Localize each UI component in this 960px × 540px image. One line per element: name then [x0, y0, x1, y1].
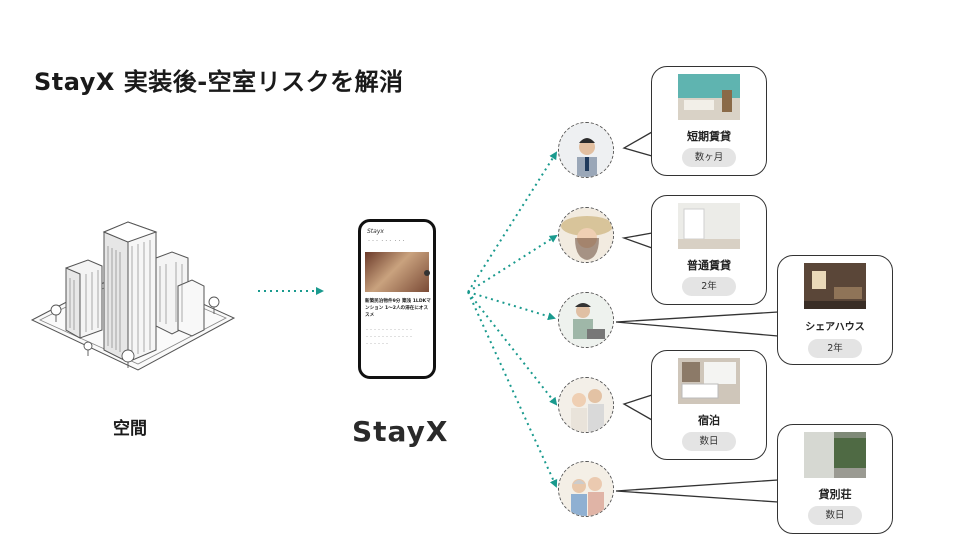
- room-thumb: [678, 203, 740, 249]
- brand-label: StayX: [352, 415, 449, 448]
- duration-pill: 数日: [808, 506, 862, 525]
- listing-title: 新築民泊物件9分 築浅 1LDKマンション 1〜2人の滞在にオススメ: [365, 299, 431, 318]
- avatar-elderly-couple: [558, 461, 614, 517]
- page-title: StayX 実装後-空室リスクを解消: [34, 68, 404, 96]
- arrow-to-avatar-5: [467, 291, 558, 488]
- avatar-couple: [558, 377, 614, 433]
- arrow-to-avatar-4: [467, 291, 558, 406]
- next-arrow-icon[interactable]: [424, 270, 430, 276]
- listing-notes: ・・・・・・・・・・・・・・・・・・・・・・・・・・・・・・: [365, 327, 413, 346]
- arrow-to-avatar-1: [467, 151, 558, 293]
- offer-label: 短期賃貸: [687, 130, 731, 143]
- avatar-businessman: [558, 122, 614, 178]
- room-thumb: [804, 263, 866, 309]
- bubble-tail-1: [622, 131, 653, 157]
- offer-bubble-short-term-rental: 短期賃貸 数ヶ月: [651, 66, 767, 176]
- duration-pill: 数ヶ月: [682, 148, 736, 167]
- avatar-woman-hat: [558, 207, 614, 263]
- bubble-tail-5: [615, 479, 779, 503]
- duration-pill: 数日: [682, 432, 736, 451]
- offer-label: 宿泊: [698, 414, 720, 427]
- offer-bubble-lodging: 宿泊 数日: [651, 350, 767, 460]
- avatar-person-laptop: [558, 292, 614, 348]
- room-thumb: [678, 74, 740, 120]
- listing-photo: [365, 252, 429, 292]
- bubble-tail-2: [621, 232, 653, 249]
- offer-bubble-regular-rental: 普通賃貸 2年: [651, 195, 767, 305]
- room-thumb: [678, 358, 740, 404]
- bubble-tail-3: [615, 311, 779, 337]
- bubble-tail-4: [622, 394, 653, 421]
- offer-bubble-vacation-villa: 貸別荘 数日: [777, 424, 893, 534]
- arrow-to-avatar-2: [467, 234, 558, 293]
- offer-bubble-share-house: シェアハウス 2年: [777, 255, 893, 365]
- app-logo: Stayx: [367, 228, 384, 235]
- room-thumb: [804, 432, 866, 478]
- duration-pill: 2年: [682, 277, 736, 296]
- offer-label: シェアハウス: [805, 322, 865, 333]
- app-tabs: ・・・ ・・・ ・・・: [367, 238, 406, 243]
- space-label: 空間: [113, 419, 147, 439]
- building-illustration: [30, 221, 236, 371]
- arrow-to-avatar-3: [467, 291, 556, 321]
- offer-label: 普通賃貸: [687, 259, 731, 272]
- duration-pill: 2年: [808, 339, 862, 358]
- phone-mockup: Stayx ・・・ ・・・ ・・・ 新築民泊物件9分 築浅 1LDKマンション …: [358, 219, 436, 379]
- offer-label: 貸別荘: [818, 488, 852, 501]
